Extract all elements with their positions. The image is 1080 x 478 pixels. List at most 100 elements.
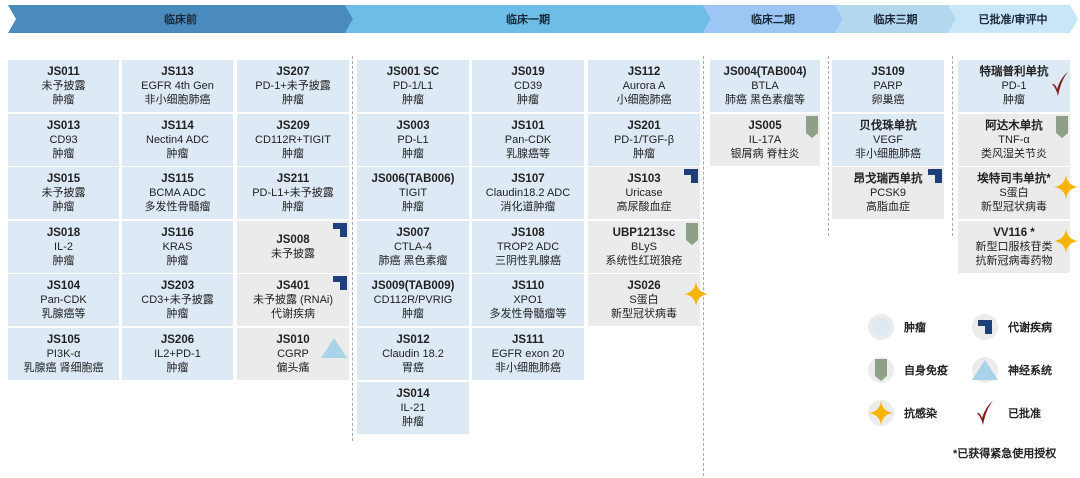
- drug-code: JS111: [512, 334, 544, 346]
- drug-code: JS110: [511, 280, 545, 293]
- drug-target: Claudin 18.2: [382, 348, 444, 360]
- drug-code: JS107: [511, 173, 545, 186]
- drug-code: JS211: [276, 173, 310, 186]
- drug-indication: 多发性骨髓瘤等: [489, 308, 567, 321]
- drug-indication: 肿瘤: [166, 362, 189, 374]
- approved-check-icon: [1052, 72, 1068, 100]
- drug-indication: 非小细胞肺癌: [855, 147, 921, 160]
- metabolic-corner-icon: [333, 276, 347, 294]
- drug-indication: 肿瘤: [166, 147, 189, 160]
- drug-target: KRAS: [162, 240, 193, 253]
- drug-target: XPO1: [513, 294, 543, 307]
- drug-indication: 肿瘤: [52, 201, 75, 214]
- drug-code: JS207: [276, 66, 310, 78]
- drug-target: IL-2: [54, 240, 73, 253]
- drug-indication: 肿瘤: [282, 94, 304, 106]
- drug-code: JS112: [627, 66, 661, 78]
- drug-code: JS103: [627, 173, 661, 186]
- drug-indication: 肿瘤: [402, 147, 424, 160]
- drug-indication: 高脂血症: [866, 201, 910, 214]
- drug-indication: 肿瘤: [402, 201, 424, 214]
- drug-card: VV116 *新型口服核苷类抗新冠病毒药物: [958, 220, 1078, 273]
- phase-divider: [952, 56, 953, 236]
- neuro-triangle-icon: [321, 338, 347, 362]
- drug-indication: 肿瘤: [166, 308, 189, 321]
- drug-indication: 肿瘤: [52, 147, 75, 160]
- phase-divider: [703, 56, 704, 476]
- drug-code: JS209: [276, 119, 310, 132]
- drug-indication: 类风湿关节炎: [981, 147, 1047, 160]
- drug-code: JS101: [511, 119, 545, 132]
- drug-code: JS026: [627, 280, 661, 293]
- drug-indication: 乳腺癌 肾细胞癌: [23, 362, 104, 374]
- drug-target: EGFR exon 20: [491, 348, 565, 360]
- drug-target: CD93: [49, 133, 78, 146]
- phase-label: 临床二期: [751, 14, 795, 26]
- drug-card: JS001 SC PD-1/L1 肿瘤: [357, 60, 469, 112]
- drug-indication: 小细胞肺癌: [616, 94, 672, 106]
- drug-code: JS114: [161, 119, 194, 132]
- phase-0: 临床前: [8, 5, 353, 33]
- metabolic-corner-icon: [972, 314, 998, 340]
- drug-target: 未予披露 (RNAi): [252, 294, 334, 307]
- drug-indication: 乳腺癌等: [41, 308, 86, 321]
- drug-target: PI3K-α: [46, 348, 81, 360]
- drug-code: 阿达木单抗: [985, 119, 1043, 132]
- drug-indication: 抗新冠病毒药物: [975, 254, 1053, 267]
- drug-target: 未予披露: [41, 187, 86, 200]
- drug-target: PARP: [873, 80, 903, 92]
- drug-indication: 肿瘤: [166, 254, 189, 267]
- drug-indication: 偏头痛: [276, 362, 310, 374]
- drug-code: JS104: [46, 280, 81, 293]
- legend-label: 抗感染: [904, 408, 937, 420]
- drug-indication: 非小细胞肺癌: [495, 362, 561, 374]
- drug-indication: 卵巢癌: [871, 94, 905, 106]
- drug-target: CTLA-4: [394, 240, 432, 253]
- legend-item-anti-infective: 抗感染: [868, 400, 937, 426]
- drug-target: BCMA ADC: [149, 187, 206, 200]
- drug-code: JS001 SC: [386, 66, 440, 78]
- legend-item-autoimmune: 自身免疫: [868, 357, 948, 383]
- drug-target: IL2+PD-1: [154, 348, 201, 360]
- drug-code: JS014: [396, 387, 430, 400]
- phase-divider: [828, 56, 829, 236]
- approved-check-icon: [972, 400, 998, 426]
- drug-target: Claudin18.2 ADC: [485, 187, 571, 200]
- legend-label: 已批准: [1008, 408, 1041, 420]
- drug-target: EGFR 4th Gen: [141, 80, 214, 92]
- drug-indication: 肿瘤: [402, 94, 424, 106]
- drug-target: CD39: [513, 80, 543, 92]
- phase-divider: [352, 56, 353, 441]
- drug-target: CGRP: [277, 348, 309, 360]
- drug-indication: 肿瘤: [517, 94, 539, 106]
- drug-target: PD-1/L1: [392, 80, 434, 92]
- legend-item-approved: 已批准: [972, 400, 1041, 426]
- drug-indication: 高尿酸血症: [616, 201, 672, 214]
- legend-label: 神经系统: [1008, 365, 1052, 377]
- drug-code: JS005: [748, 119, 782, 132]
- drug-code: JS008: [276, 233, 310, 246]
- legend-label: 肿瘤: [904, 322, 926, 334]
- drug-code: JS105: [46, 334, 81, 346]
